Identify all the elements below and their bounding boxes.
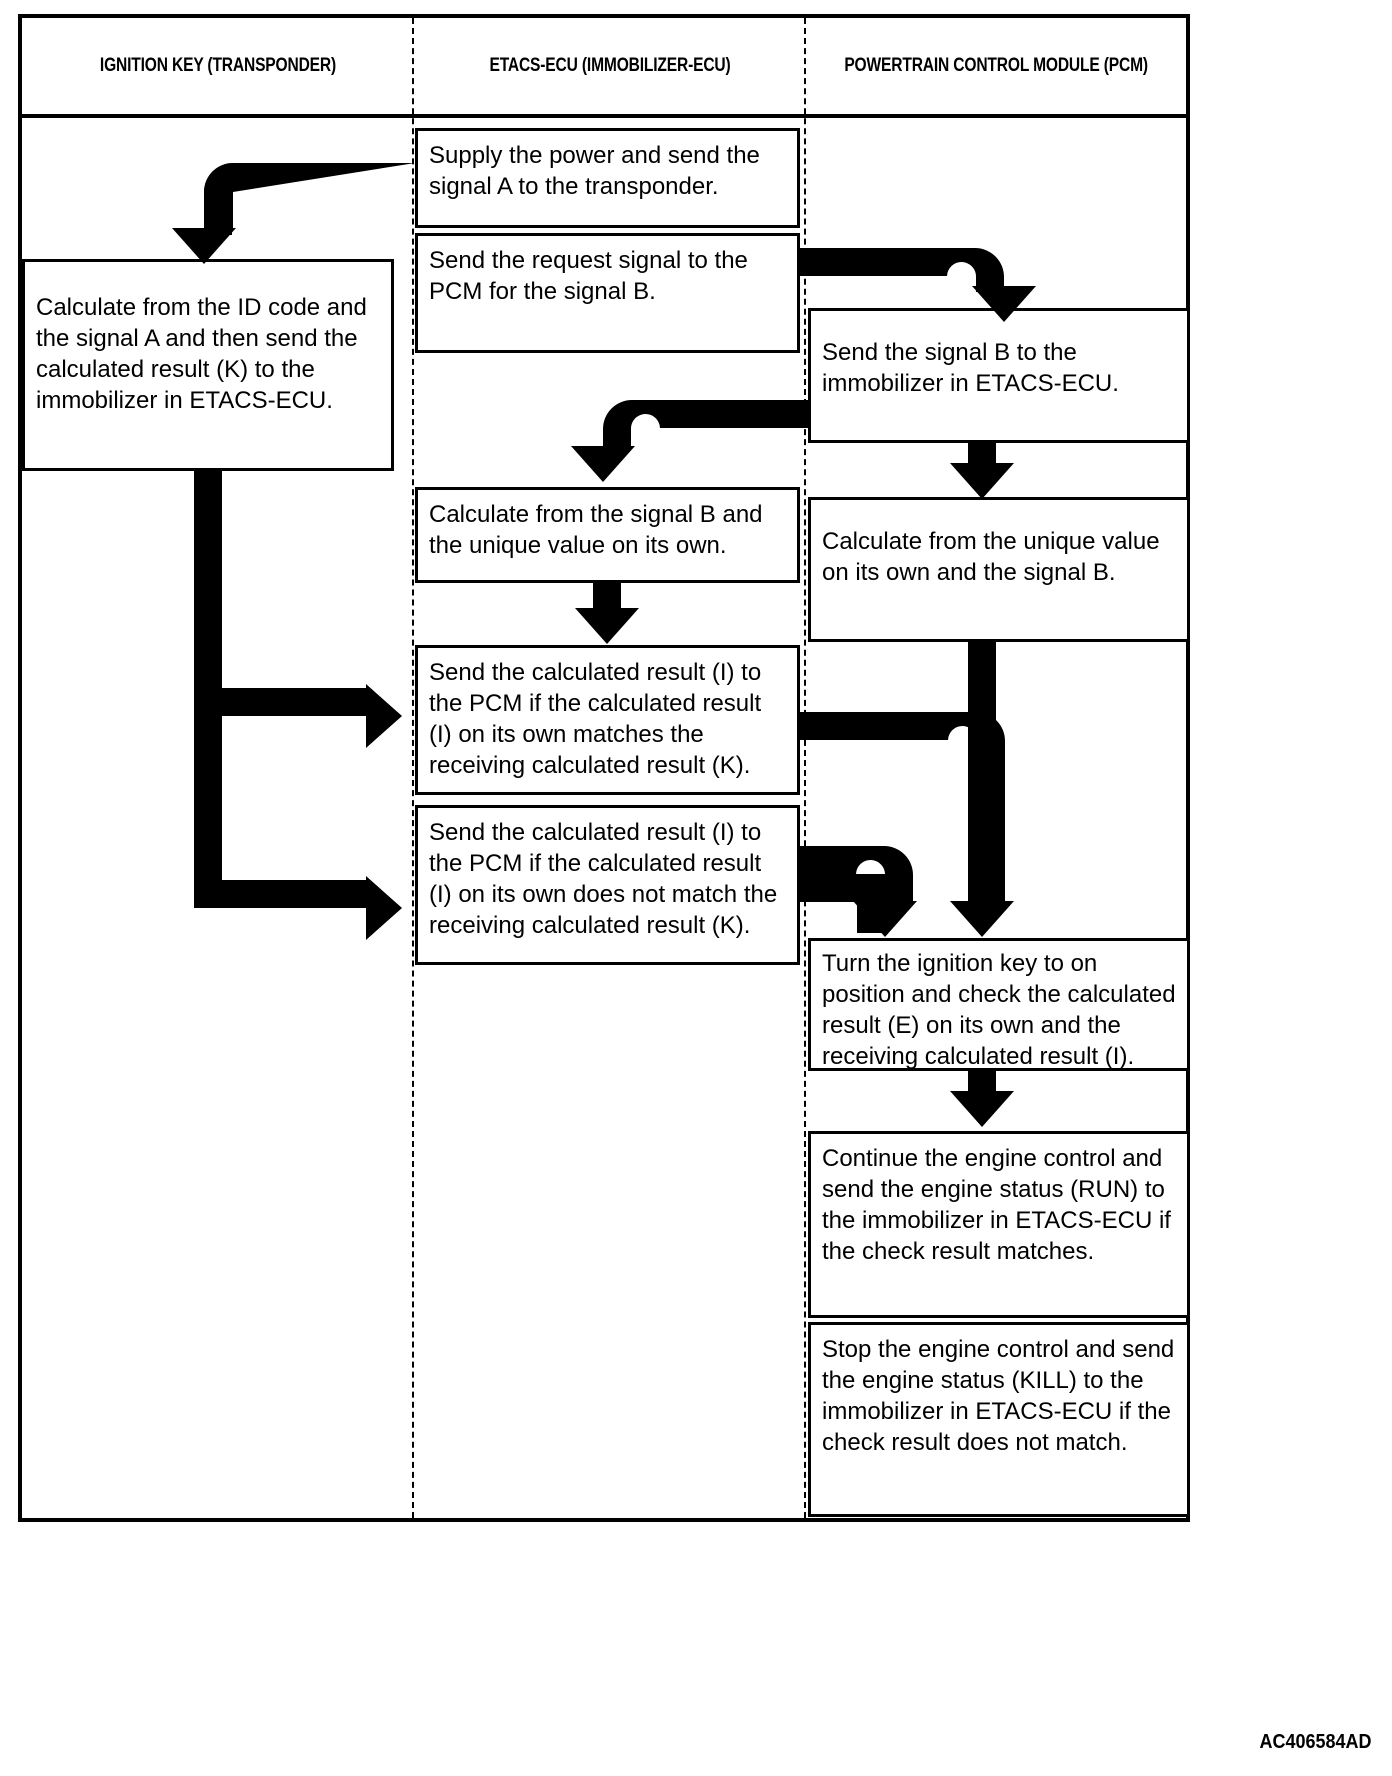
column-separator-right xyxy=(804,18,806,1518)
box-etacs-send-i-match-text: Send the calculated result (I) to the PC… xyxy=(429,659,762,779)
box-etacs-send-i-match[interactable]: Send the calculated result (I) to the PC… xyxy=(415,645,800,795)
box-pcm-turn-ignition-key[interactable]: Turn the ignition key to on position and… xyxy=(808,938,1190,1071)
box-etacs-supply-power-text: Supply the power and send the signal A t… xyxy=(429,142,760,200)
box-key-calculate-k[interactable]: Calculate from the ID code and the signa… xyxy=(22,259,394,471)
box-pcm-calculate-unique[interactable]: Calculate from the unique value on its o… xyxy=(808,497,1190,642)
box-etacs-request-signal-b-text: Send the request signal to the PCM for t… xyxy=(429,247,748,305)
column-separator-left xyxy=(412,18,414,1518)
box-etacs-calculate-unique-text: Calculate from the signal B and the uniq… xyxy=(429,501,763,559)
box-etacs-calculate-unique[interactable]: Calculate from the signal B and the uniq… xyxy=(415,487,800,583)
box-pcm-calculate-unique-text: Calculate from the unique value on its o… xyxy=(822,528,1160,586)
box-pcm-continue-engine[interactable]: Continue the engine control and send the… xyxy=(808,1131,1190,1318)
box-key-calculate-k-text: Calculate from the ID code and the signa… xyxy=(36,294,367,414)
figure-reference-code: AC406584AD xyxy=(1259,1731,1372,1753)
box-etacs-send-i-nomatch-text: Send the calculated result (I) to the PC… xyxy=(429,819,778,939)
column-header-pcm-label: POWERTRAIN CONTROL MODULE (PCM) xyxy=(844,55,1148,76)
column-header-ignition-key-label: IGNITION KEY (TRANSPONDER) xyxy=(99,55,337,76)
header-divider xyxy=(22,114,1186,118)
column-header-pcm: POWERTRAIN CONTROL MODULE (PCM) xyxy=(806,18,1186,114)
box-pcm-stop-engine[interactable]: Stop the engine control and send the eng… xyxy=(808,1322,1190,1517)
column-header-ignition-key: IGNITION KEY (TRANSPONDER) xyxy=(22,18,414,114)
box-etacs-supply-power[interactable]: Supply the power and send the signal A t… xyxy=(415,128,800,228)
box-etacs-request-signal-b[interactable]: Send the request signal to the PCM for t… xyxy=(415,233,800,353)
box-pcm-send-signal-b[interactable]: Send the signal B to the immobilizer in … xyxy=(808,308,1190,443)
box-pcm-stop-engine-text: Stop the engine control and send the eng… xyxy=(822,1336,1175,1456)
box-pcm-continue-engine-text: Continue the engine control and send the… xyxy=(822,1145,1171,1265)
box-pcm-turn-ignition-key-text: Turn the ignition key to on position and… xyxy=(822,950,1176,1070)
column-header-etacs-ecu: ETACS-ECU (IMMOBILIZER-ECU) xyxy=(414,18,806,114)
box-pcm-send-signal-b-text: Send the signal B to the immobilizer in … xyxy=(822,339,1119,397)
column-header-etacs-ecu-label: ETACS-ECU (IMMOBILIZER-ECU) xyxy=(489,55,731,76)
box-etacs-send-i-nomatch[interactable]: Send the calculated result (I) to the PC… xyxy=(415,805,800,965)
